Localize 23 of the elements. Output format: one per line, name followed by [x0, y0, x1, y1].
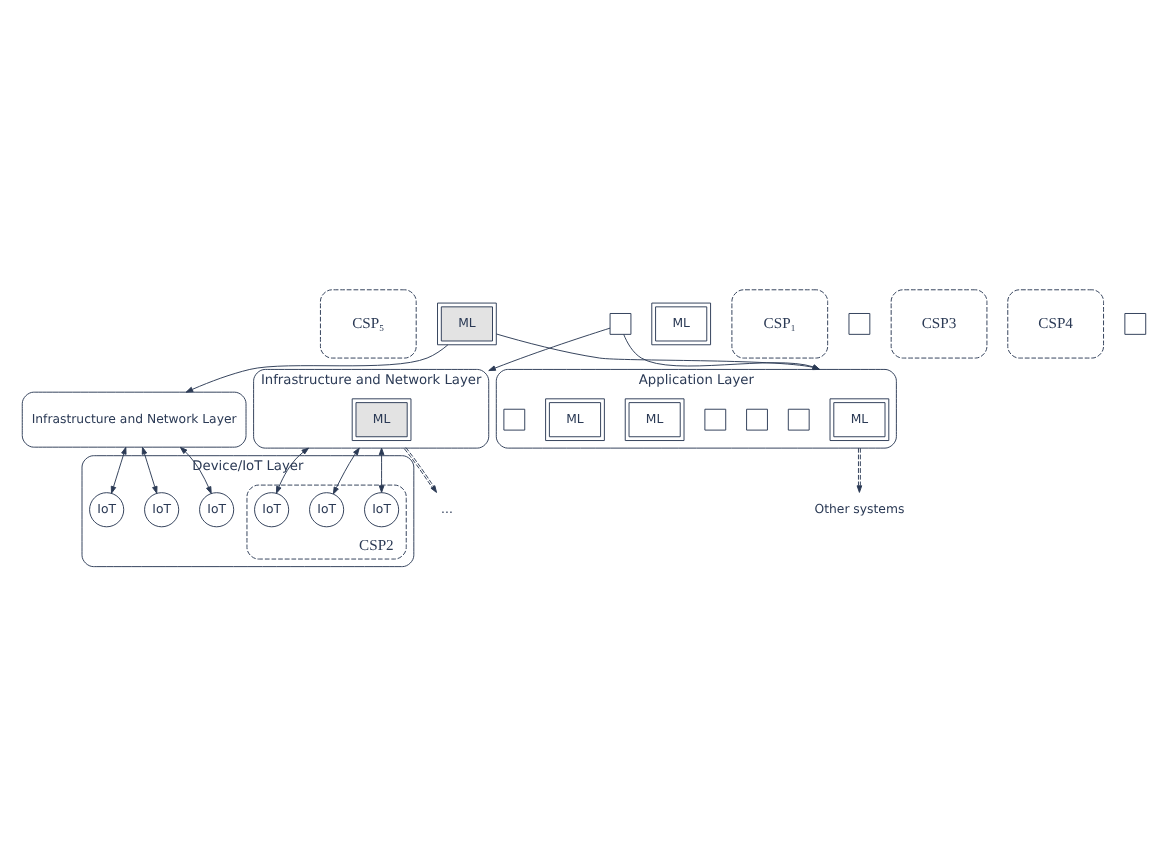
arrow — [495, 333, 821, 371]
node-box — [503, 408, 526, 431]
arrow — [403, 447, 437, 493]
node-box: CSP₅ — [319, 289, 417, 359]
arrow — [179, 446, 212, 494]
arrow — [378, 447, 385, 493]
node-box — [1124, 313, 1147, 335]
node-box — [704, 408, 727, 431]
arrow — [488, 327, 611, 372]
node-box — [848, 313, 871, 335]
node-box — [609, 313, 632, 335]
node-box: CSP4 — [1007, 289, 1104, 359]
arrow — [332, 447, 360, 495]
arrow — [185, 344, 449, 393]
arrow — [275, 447, 310, 494]
arrow — [623, 334, 821, 370]
node-box — [746, 408, 768, 431]
arrow — [856, 447, 863, 493]
node-box: CSP₁ — [731, 289, 829, 359]
node-box: CSP3 — [890, 289, 988, 359]
arrow — [110, 446, 127, 494]
node-box — [787, 408, 810, 431]
arrow — [141, 446, 158, 494]
